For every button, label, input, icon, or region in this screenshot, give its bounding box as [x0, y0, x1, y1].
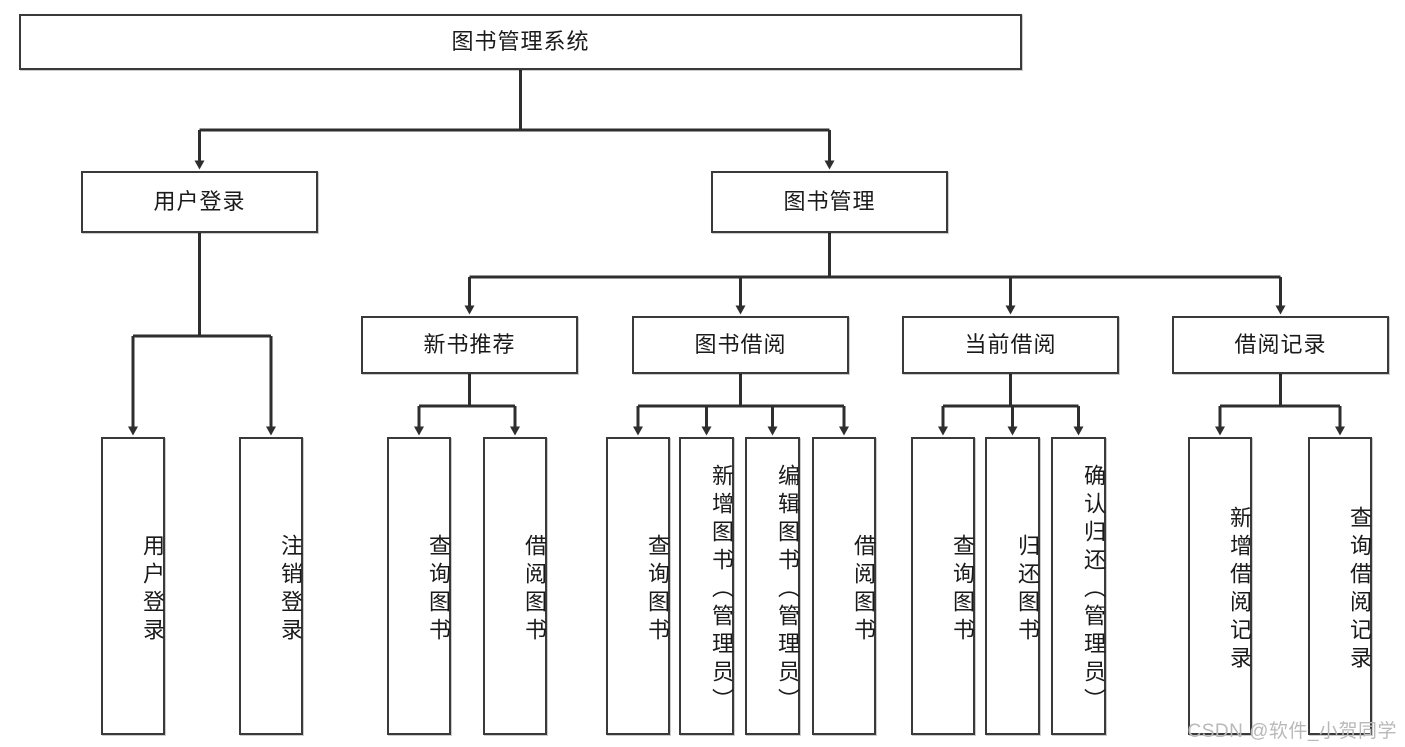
node-leaf_2[interactable]: 查询图书 [387, 437, 451, 735]
node-l3_3[interactable]: 借阅记录 [1172, 316, 1389, 374]
node-leaf_8[interactable]: 查询图书 [911, 437, 975, 735]
node-label: 借阅记录 [1234, 331, 1327, 357]
node-label: 用户登录 [153, 188, 246, 214]
node-label: 归还图书 [1015, 534, 1040, 646]
node-label: 查询图书 [950, 534, 975, 646]
node-leaf_9[interactable]: 归还图书 [985, 437, 1040, 735]
node-label: 查询借阅记录 [1347, 506, 1372, 674]
node-label: 新增图书（管理员） [709, 464, 734, 716]
node-leaf_12[interactable]: 查询借阅记录 [1308, 437, 1372, 735]
node-label: 当前借阅 [964, 331, 1057, 357]
node-label: 查询图书 [426, 534, 451, 646]
node-label: 查询图书 [645, 534, 670, 646]
node-leaf_7[interactable]: 借阅图书 [812, 437, 876, 735]
node-leaf_10[interactable]: 确认归还（管理员） [1051, 437, 1106, 735]
node-label: 注销登录 [278, 534, 303, 646]
node-label: 图书管理 [783, 188, 876, 214]
node-label: 用户登录 [140, 534, 165, 646]
node-l3_1[interactable]: 图书借阅 [632, 316, 849, 374]
node-label: 编辑图书（管理员） [775, 464, 800, 716]
node-label: 借阅图书 [851, 534, 876, 646]
node-leaf_4[interactable]: 查询图书 [606, 437, 670, 735]
node-leaf_5[interactable]: 新增图书（管理员） [679, 437, 734, 735]
node-l2_1[interactable]: 图书管理 [711, 171, 948, 233]
node-leaf_0[interactable]: 用户登录 [101, 437, 165, 735]
watermark-text: CSDN @软件_小贺同学 [1187, 721, 1397, 742]
node-l3_0[interactable]: 新书推荐 [361, 316, 578, 374]
node-label: 借阅图书 [522, 534, 547, 646]
node-label: 图书管理系统 [451, 28, 590, 54]
node-leaf_3[interactable]: 借阅图书 [483, 437, 547, 735]
node-leaf_1[interactable]: 注销登录 [239, 437, 303, 735]
node-leaf_6[interactable]: 编辑图书（管理员） [745, 437, 800, 735]
node-label: 确认归还（管理员） [1081, 464, 1106, 716]
node-label: 新书推荐 [423, 331, 516, 357]
node-l2_0[interactable]: 用户登录 [81, 171, 318, 233]
node-label: 新增借阅记录 [1227, 506, 1252, 674]
node-leaf_11[interactable]: 新增借阅记录 [1188, 437, 1252, 735]
node-root[interactable]: 图书管理系统 [19, 14, 1022, 70]
node-label: 图书借阅 [694, 331, 787, 357]
node-l3_2[interactable]: 当前借阅 [902, 316, 1119, 374]
